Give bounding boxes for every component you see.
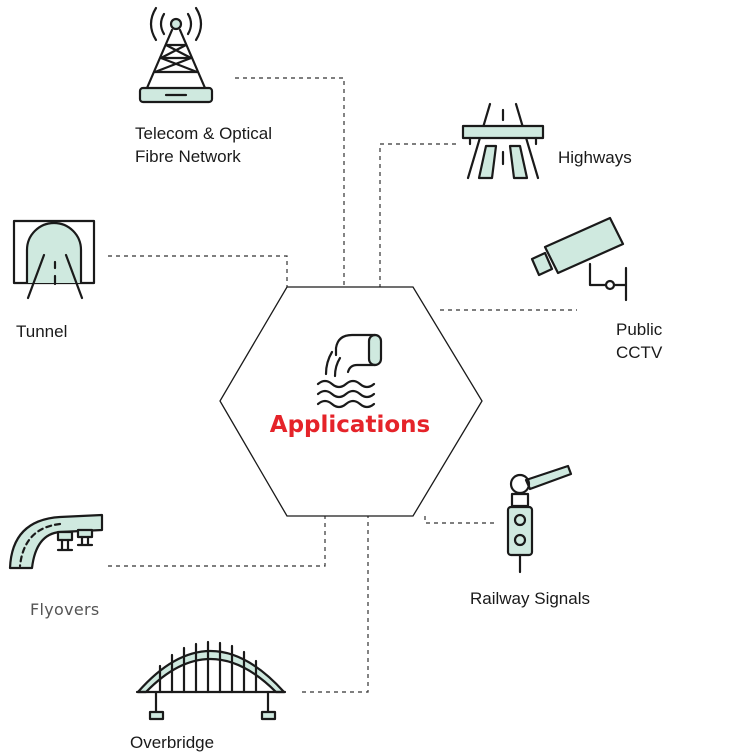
highways-label: Highways [558,148,632,167]
connector-flyovers [108,516,326,567]
connector-overbridge [302,516,369,693]
railway-signal-icon [506,464,573,574]
highway-icon [461,102,545,180]
connector-telecom [235,77,345,287]
connector-tunnel [108,255,288,287]
pipe-water-icon [316,333,383,409]
cctv-camera-icon [530,216,628,302]
cctv-label-line-1: Public [616,320,663,339]
cctv-label-line-2: CCTV [616,343,663,362]
center-title: Applications [269,412,431,438]
flyovers-label: Flyovers [30,600,100,619]
overbridge-label: Overbridge [130,733,215,752]
connectors [108,77,577,693]
connector-highways [379,143,456,287]
telecom-label-line-1: Telecom & Optical [135,124,272,143]
cctv-label: Public CCTV [616,318,662,364]
tunnel-icon [12,219,96,300]
bridge-icon [135,640,287,721]
telecom-label-line-2: Fibre Network [135,147,241,166]
flyover-icon [8,513,104,570]
telecom-tower-icon [138,6,214,104]
connector-railway [424,516,494,524]
tunnel-label: Tunnel [16,322,68,341]
telecom-label: Telecom & Optical Fibre Network [135,122,272,168]
railway-label: Railway Signals [470,589,590,608]
